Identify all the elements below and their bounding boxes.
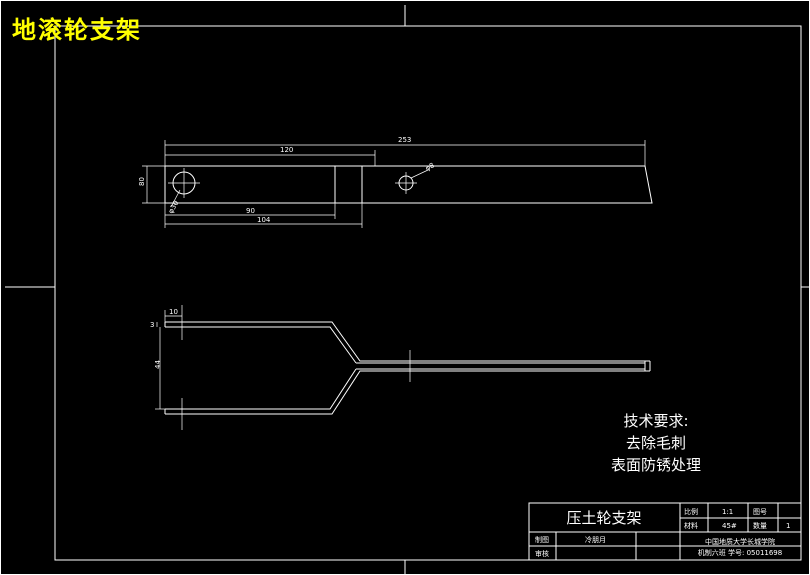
- requirement-item-2: 表面防锈处理: [610, 456, 701, 474]
- dim-text-small-hole: φ8: [424, 161, 436, 172]
- tb-scale-label: 比例: [684, 507, 698, 516]
- dim-text-large-hole: φ30: [167, 199, 181, 215]
- fork-upper-outer: [165, 321, 650, 362]
- side-view: 10 3 44: [150, 305, 651, 430]
- title-block: 压土轮支架 比例 1:1 图号 材料 45# 数量 1 制图 冷朋月 审核 中国…: [528, 502, 802, 561]
- drawing-border: [54, 25, 802, 561]
- requirements-heading: 技术要求:: [623, 412, 689, 430]
- tb-drawn-label: 制图: [535, 535, 549, 544]
- tb-checked-label: 审核: [535, 549, 549, 558]
- dim-text-44: 44: [154, 360, 162, 369]
- tb-part-name: 压土轮支架: [566, 509, 641, 527]
- tb-quantity-label: 数量: [753, 521, 767, 530]
- tb-class-info: 机制六班 学号: 05011698: [698, 548, 782, 557]
- drawing-title: 地滚轮支架: [12, 15, 142, 44]
- dim-text-253: 253: [398, 136, 411, 144]
- top-view: 253 120 80 90 104 φ8 φ30: [138, 136, 653, 228]
- large-hole-leader: [170, 189, 181, 208]
- tb-drawn-value: 冷朋月: [585, 535, 606, 544]
- fork-upper-inner: [165, 326, 357, 364]
- dim-text-90: 90: [246, 207, 255, 215]
- tb-drawing-no-label: 图号: [753, 508, 767, 516]
- small-hole-leader: [410, 169, 429, 179]
- fork-lower-outer: [165, 370, 650, 415]
- tb-scale-value: 1:1: [722, 508, 733, 516]
- dim-text-10: 10: [169, 308, 178, 316]
- tb-quantity-value: 1: [786, 522, 790, 530]
- fork-lower-inner: [165, 368, 357, 410]
- tb-material-value: 45#: [722, 522, 737, 530]
- dim-text-3: 3: [150, 321, 154, 329]
- requirement-item-1: 去除毛刺: [625, 434, 686, 452]
- dim-text-120: 120: [280, 146, 293, 154]
- tb-school: 中国地质大学长城学院: [705, 537, 775, 546]
- plate-outline: [164, 165, 653, 204]
- dim-text-104: 104: [257, 216, 271, 224]
- dim-text-80: 80: [138, 177, 146, 186]
- tb-material-label: 材料: [684, 521, 698, 530]
